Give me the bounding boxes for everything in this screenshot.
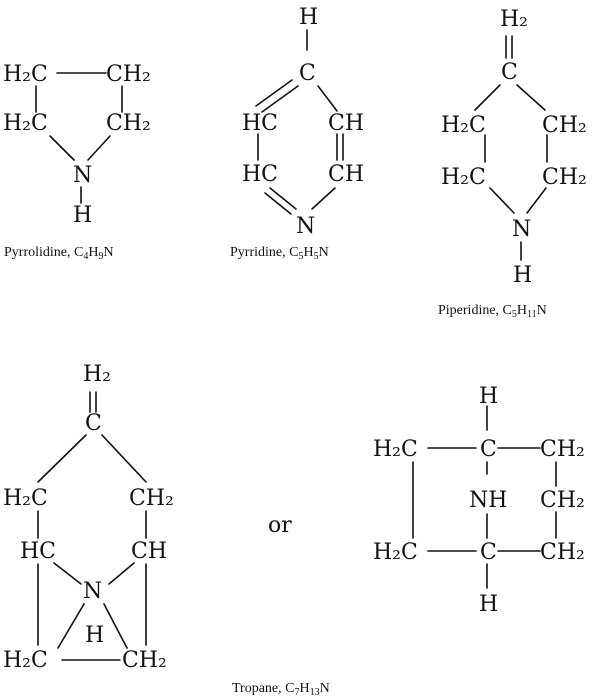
bond-c-c-upper-left xyxy=(37,434,87,483)
bond-c-n-right xyxy=(87,135,111,161)
bond-c-n-left xyxy=(269,187,297,210)
atom-n: N xyxy=(73,163,92,188)
atom-n: N xyxy=(296,214,315,239)
atom-ch2-mid-right: CH₂ xyxy=(106,111,151,136)
tropane-caption: Tropane, C7H13N xyxy=(232,681,330,698)
pyrrolidine-structure: H₂C CH₂ H₂C CH₂ N H Pyrrolidine, C4H9N xyxy=(3,62,151,262)
atom-h: H xyxy=(513,263,532,288)
atom-h2c-top-left: H₂C xyxy=(373,437,418,462)
atom-h2c-bottom-left: H₂C xyxy=(373,540,418,565)
atom-ch2-upper-right: CH₂ xyxy=(129,486,174,511)
bond-c-c-upper-right xyxy=(516,84,546,111)
atom-ch2-top-right: CH₂ xyxy=(106,62,151,87)
bond-hc-n xyxy=(53,562,82,585)
bond-c-c-upper-left xyxy=(474,84,501,111)
atom-hc-upper-left: HC xyxy=(242,111,278,136)
bond-c-c-upper-right xyxy=(317,85,338,112)
bond-c-n-right xyxy=(311,187,336,210)
atom-n: N xyxy=(83,579,102,604)
atom-c-top-mid: C xyxy=(480,437,497,462)
atom-ch-upper-right: CH xyxy=(328,111,364,136)
atom-ch-lower-right: CH xyxy=(328,162,364,187)
atom-c-bottom-mid: C xyxy=(480,540,497,565)
bond-c-n-left xyxy=(49,135,75,161)
piperidine-caption: Piperidine, C5H11N xyxy=(438,303,547,320)
atom-n: N xyxy=(512,217,531,242)
atom-h-bottom: H xyxy=(479,592,498,617)
alternative-connector-text: or xyxy=(268,513,292,538)
atom-hc-mid-left: HC xyxy=(20,539,56,564)
atom-h: H xyxy=(73,203,92,228)
atom-nh-h: H xyxy=(85,623,104,648)
pyridine-caption: Pyrridine, C5H5N xyxy=(230,245,329,262)
atom-ch2-upper-right: CH₂ xyxy=(542,113,587,138)
atom-ch2-bottom-right: CH₂ xyxy=(122,648,167,673)
atom-h2-top: H₂ xyxy=(83,362,111,387)
atom-h2c-mid-left: H₂C xyxy=(3,111,48,136)
atom-h-top: H xyxy=(479,384,498,409)
tropane-structure-bridged: H₂ C H₂C CH₂ HC CH N H H₂C CH₂ xyxy=(3,362,174,673)
tropane-structure-square: H H₂C C CH₂ NH CH₂ H₂C C CH₂ H xyxy=(373,384,585,617)
atom-c-top: C xyxy=(85,411,102,436)
piperidine-structure: H₂ C H₂C CH₂ H₂C CH₂ N H Piperidine, C5H… xyxy=(438,7,587,320)
bond-c-c-upper-left xyxy=(261,85,299,113)
bond-c-n-right xyxy=(526,187,547,214)
atom-nh: NH xyxy=(469,488,507,513)
atom-ch2-right-mid: CH₂ xyxy=(540,488,585,513)
bond-ch-n xyxy=(108,562,135,585)
bond-n-c-bottom-left xyxy=(57,603,85,649)
atom-h-top: H xyxy=(299,5,318,30)
atom-ch2-lower-right: CH₂ xyxy=(542,165,587,190)
atom-h2c-top-left: H₂C xyxy=(3,62,48,87)
bond-c-c-upper-right xyxy=(101,434,147,483)
pyridine-structure: H C HC CH HC CH N Pyrridine, C5H5N xyxy=(230,5,364,262)
bond-n-c-bottom-right xyxy=(103,603,128,649)
bond-c-c-upper-left-double xyxy=(255,79,293,107)
atom-c-top: C xyxy=(299,61,316,86)
atom-h2c-upper-left: H₂C xyxy=(441,113,486,138)
pyrrolidine-caption: Pyrrolidine, C4H9N xyxy=(4,245,114,262)
bond-c-n-left xyxy=(489,187,515,214)
atom-ch2-top-right: CH₂ xyxy=(540,437,585,462)
atom-h2-top: H₂ xyxy=(500,7,528,32)
atom-c-top: C xyxy=(501,60,518,85)
atom-h2c-lower-left: H₂C xyxy=(441,165,486,190)
atom-ch-mid-right: CH xyxy=(131,539,167,564)
atom-h2c-upper-left: H₂C xyxy=(3,486,48,511)
atom-ch2-bottom-right: CH₂ xyxy=(540,540,585,565)
atom-h2c-bottom-left: H₂C xyxy=(3,648,48,673)
bond-c-n-left-double xyxy=(264,192,292,215)
atom-hc-lower-left: HC xyxy=(242,162,278,187)
